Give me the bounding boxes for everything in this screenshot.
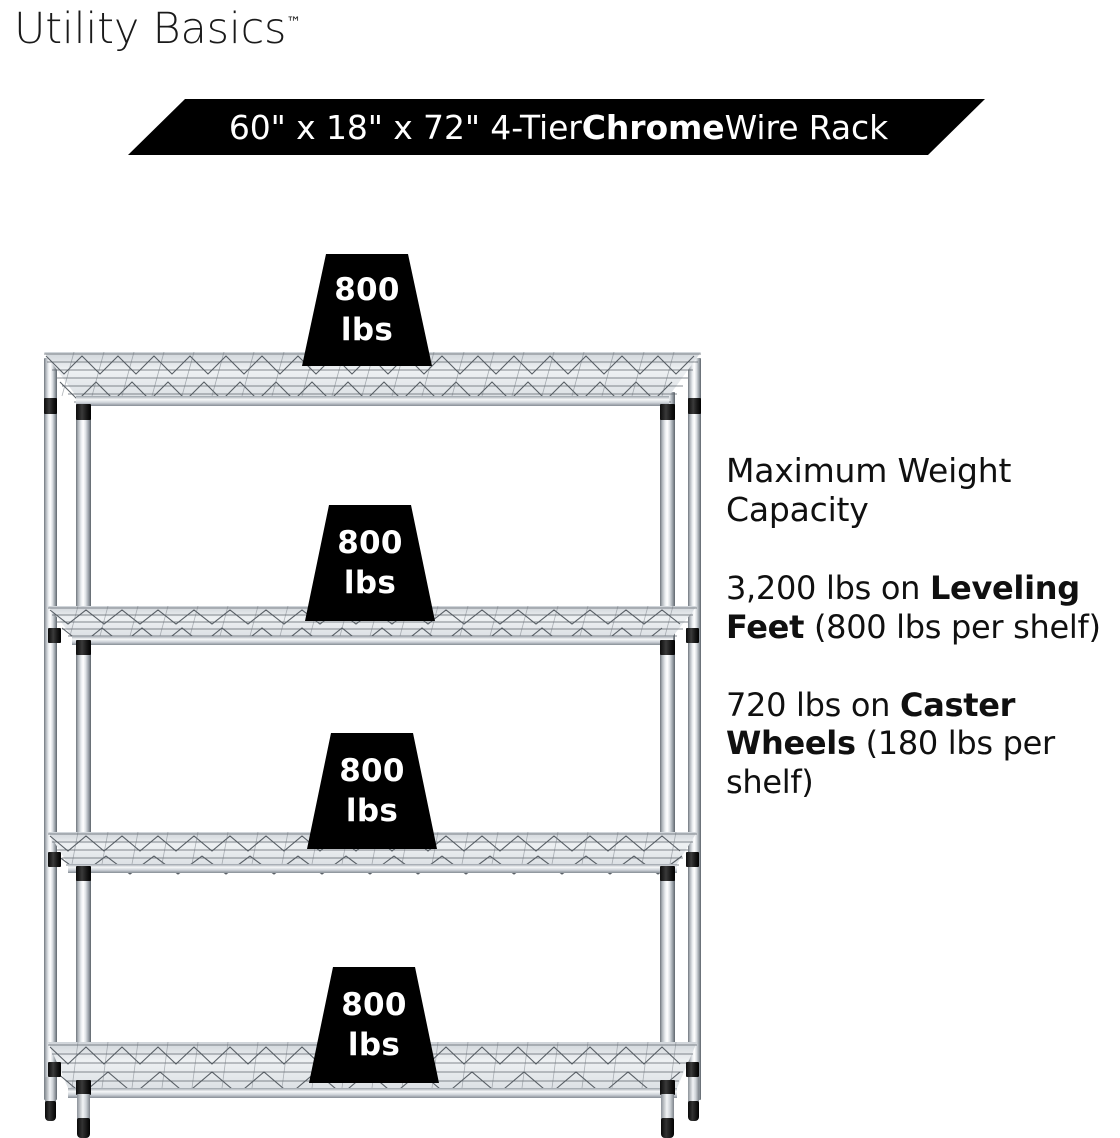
capacity-badge-tier-4-shape bbox=[309, 967, 439, 1083]
banner-prefix: 60" x 18" x 72" 4-Tier bbox=[228, 107, 582, 147]
leveling-foot-stem-back-left bbox=[45, 1077, 56, 1103]
capacity-badge-tier-2-shape bbox=[305, 505, 435, 621]
post-collar-front-left-4 bbox=[76, 1080, 91, 1095]
capacity-badge-tier-1-shape bbox=[302, 254, 432, 366]
brand-name: Utility Basics bbox=[14, 4, 287, 54]
capacity-badge-tier-2-text: 800 lbs bbox=[305, 505, 435, 621]
capacity-badge-tier-3-unit: lbs bbox=[345, 793, 399, 829]
capacity-leveling-feet-text: 3,200 lbs on Leveling Feet (800 lbs per … bbox=[726, 569, 1120, 646]
wire-rack-illustration: 800 lbs 800 lbs 800 lbs 800 lbs bbox=[44, 254, 701, 1138]
trademark-symbol: ™ bbox=[286, 13, 302, 32]
leveling-foot-tip-back-right bbox=[688, 1101, 699, 1121]
post-collar-back-left-1 bbox=[44, 398, 57, 414]
leveling-foot-tip-front-right bbox=[661, 1118, 674, 1138]
post-collar-front-right-3 bbox=[660, 866, 675, 881]
shelf-4-front-rail bbox=[68, 1088, 677, 1098]
capacity-badge-tier-1: 800 lbs bbox=[302, 254, 432, 366]
post-collar-front-left-3 bbox=[76, 866, 91, 881]
banner-suffix: Wire Rack bbox=[724, 107, 889, 147]
post-collar-back-left-2 bbox=[48, 628, 61, 643]
capacity-badge-tier-4-text: 800 lbs bbox=[309, 967, 439, 1083]
capacity-badge-tier-2-unit: lbs bbox=[343, 565, 397, 601]
post-collar-back-right-3 bbox=[686, 852, 699, 867]
leveling-foot-tip-front-left bbox=[77, 1118, 90, 1138]
capacity-badge-tier-2-number: 800 bbox=[337, 524, 403, 561]
capacity-badge-tier-4-unit: lbs bbox=[347, 1027, 401, 1063]
post-collar-front-right-2 bbox=[660, 640, 675, 655]
capacity-copy-block: Maximum Weight Capacity 3,200 lbs on Lev… bbox=[726, 451, 1120, 801]
capacity-badge-tier-1-text: 800 lbs bbox=[302, 254, 432, 366]
capacity-badge-tier-3: 800 lbs bbox=[307, 733, 437, 849]
capacity-badge-tier-4: 800 lbs bbox=[309, 967, 439, 1083]
caster-detail: (180 lbs per shelf) bbox=[726, 724, 1055, 801]
brand-logo: Utility Basics™ bbox=[14, 4, 301, 54]
post-collar-front-left-1 bbox=[76, 404, 91, 420]
capacity-caster-wheels-text: 720 lbs on Caster Wheels (180 lbs per sh… bbox=[726, 686, 1120, 801]
caster-bold: Caster Wheels bbox=[726, 686, 1016, 763]
shelf-3-front-rail bbox=[68, 864, 677, 873]
leveling-foot-stem-back-right bbox=[688, 1077, 699, 1103]
leveling-foot-tip-back-left bbox=[45, 1101, 56, 1121]
post-collar-front-right-4 bbox=[660, 1080, 675, 1095]
post-collar-back-left-4 bbox=[48, 1062, 61, 1077]
caster-value: 720 lbs on bbox=[726, 686, 901, 724]
post-collar-back-left-3 bbox=[48, 852, 61, 867]
post-collar-back-right-1 bbox=[688, 398, 701, 414]
leveling-value: 3,200 lbs on bbox=[726, 569, 930, 608]
leveling-detail: (800 lbs per shelf) bbox=[804, 607, 1101, 646]
capacity-badge-tier-4-number: 800 bbox=[341, 986, 407, 1023]
capacity-heading: Maximum Weight Capacity bbox=[726, 451, 1012, 529]
capacity-badge-tier-1-unit: lbs bbox=[340, 312, 394, 348]
leveling-foot-stem-front-left bbox=[77, 1094, 90, 1120]
capacity-badge-tier-2: 800 lbs bbox=[305, 505, 435, 621]
post-collar-front-left-2 bbox=[76, 640, 91, 655]
title-banner: 60" x 18" x 72" 4-Tier Chrome Wire Rack bbox=[128, 99, 985, 155]
leveling-bold: Leveling Feet bbox=[726, 569, 1080, 646]
rack-post-back-right bbox=[688, 358, 701, 1100]
post-collar-back-right-2 bbox=[686, 628, 699, 643]
capacity-badge-tier-3-shape bbox=[307, 733, 437, 849]
post-collar-front-right-1 bbox=[660, 404, 675, 420]
rack-post-front-right bbox=[660, 392, 675, 1080]
rack-post-front-left bbox=[76, 392, 91, 1080]
title-banner-text: 60" x 18" x 72" 4-Tier Chrome Wire Rack bbox=[128, 99, 985, 155]
banner-highlight: Chrome bbox=[581, 107, 725, 147]
leveling-foot-stem-front-right bbox=[661, 1094, 674, 1120]
post-collar-back-right-4 bbox=[686, 1062, 699, 1077]
rack-post-back-left bbox=[44, 358, 57, 1100]
capacity-badge-tier-3-text: 800 lbs bbox=[307, 733, 437, 849]
capacity-badge-tier-1-number: 800 bbox=[334, 271, 400, 308]
shelf-2-front-rail bbox=[72, 636, 673, 645]
capacity-badge-tier-3-number: 800 bbox=[339, 752, 405, 789]
shelf-1-front-rail bbox=[76, 396, 669, 406]
